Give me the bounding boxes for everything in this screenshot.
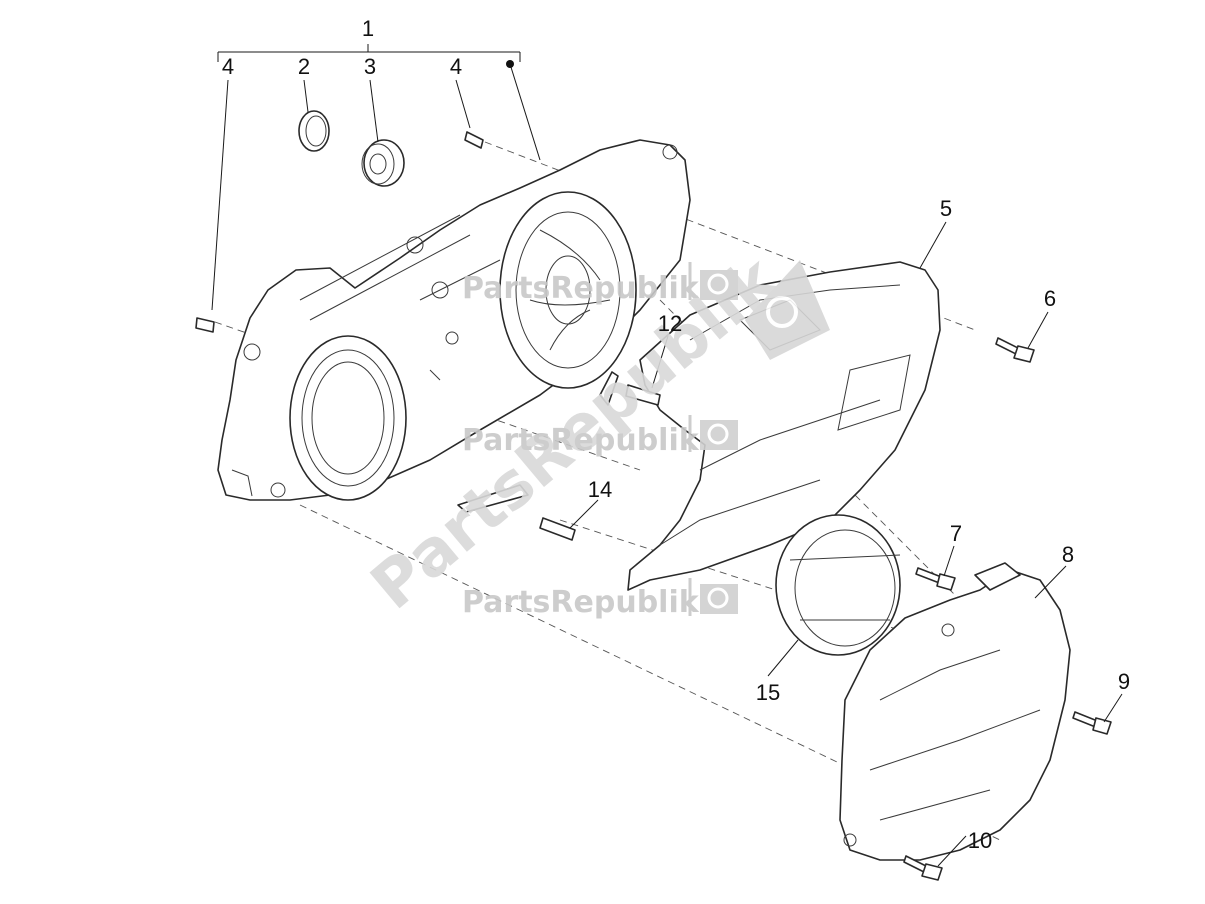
gear-icon [700,420,738,450]
gear-icon [700,584,738,614]
gear-icon [700,270,738,300]
callout-1: 1 [362,16,374,41]
callout-3: 3 [364,54,376,79]
circlip [298,110,330,152]
callout-labels: 1 2 3 4 4 5 6 7 8 9 10 12 14 15 [222,16,1130,853]
callout-7: 7 [950,521,962,546]
lower-bracket [457,484,576,541]
callout-4-right: 4 [450,54,462,79]
transmission-cover-left [217,139,691,501]
gear-icon [745,260,830,360]
callout-14: 14 [588,477,612,502]
air-intake-cover [839,562,1071,861]
watermark-text-top: PartsRepublik [462,271,700,306]
screw-6 [995,337,1035,363]
screw-9 [1072,711,1112,735]
callout-5: 5 [940,196,952,221]
callout-15: 15 [756,680,780,705]
mounting-bracket [599,371,661,406]
callout-6: 6 [1044,286,1056,311]
callout-10: 10 [968,828,992,853]
screw-10 [903,855,943,881]
leader-lines [211,60,1123,867]
screw-7 [915,567,956,591]
watermark-text-bottom: PartsRepublik [462,585,700,620]
callout-9: 9 [1118,669,1130,694]
air-duct-ring [775,514,901,656]
dowel-pin-upper [464,131,484,149]
watermark-text-middle: PartsRepublik [462,423,700,458]
group-bracket [217,44,521,62]
callout-8: 8 [1062,542,1074,567]
callout-4-left: 4 [222,54,234,79]
bearing [361,139,405,187]
callout-2: 2 [298,54,310,79]
dowel-pin-lower [195,317,215,333]
callout-12: 12 [658,311,682,336]
